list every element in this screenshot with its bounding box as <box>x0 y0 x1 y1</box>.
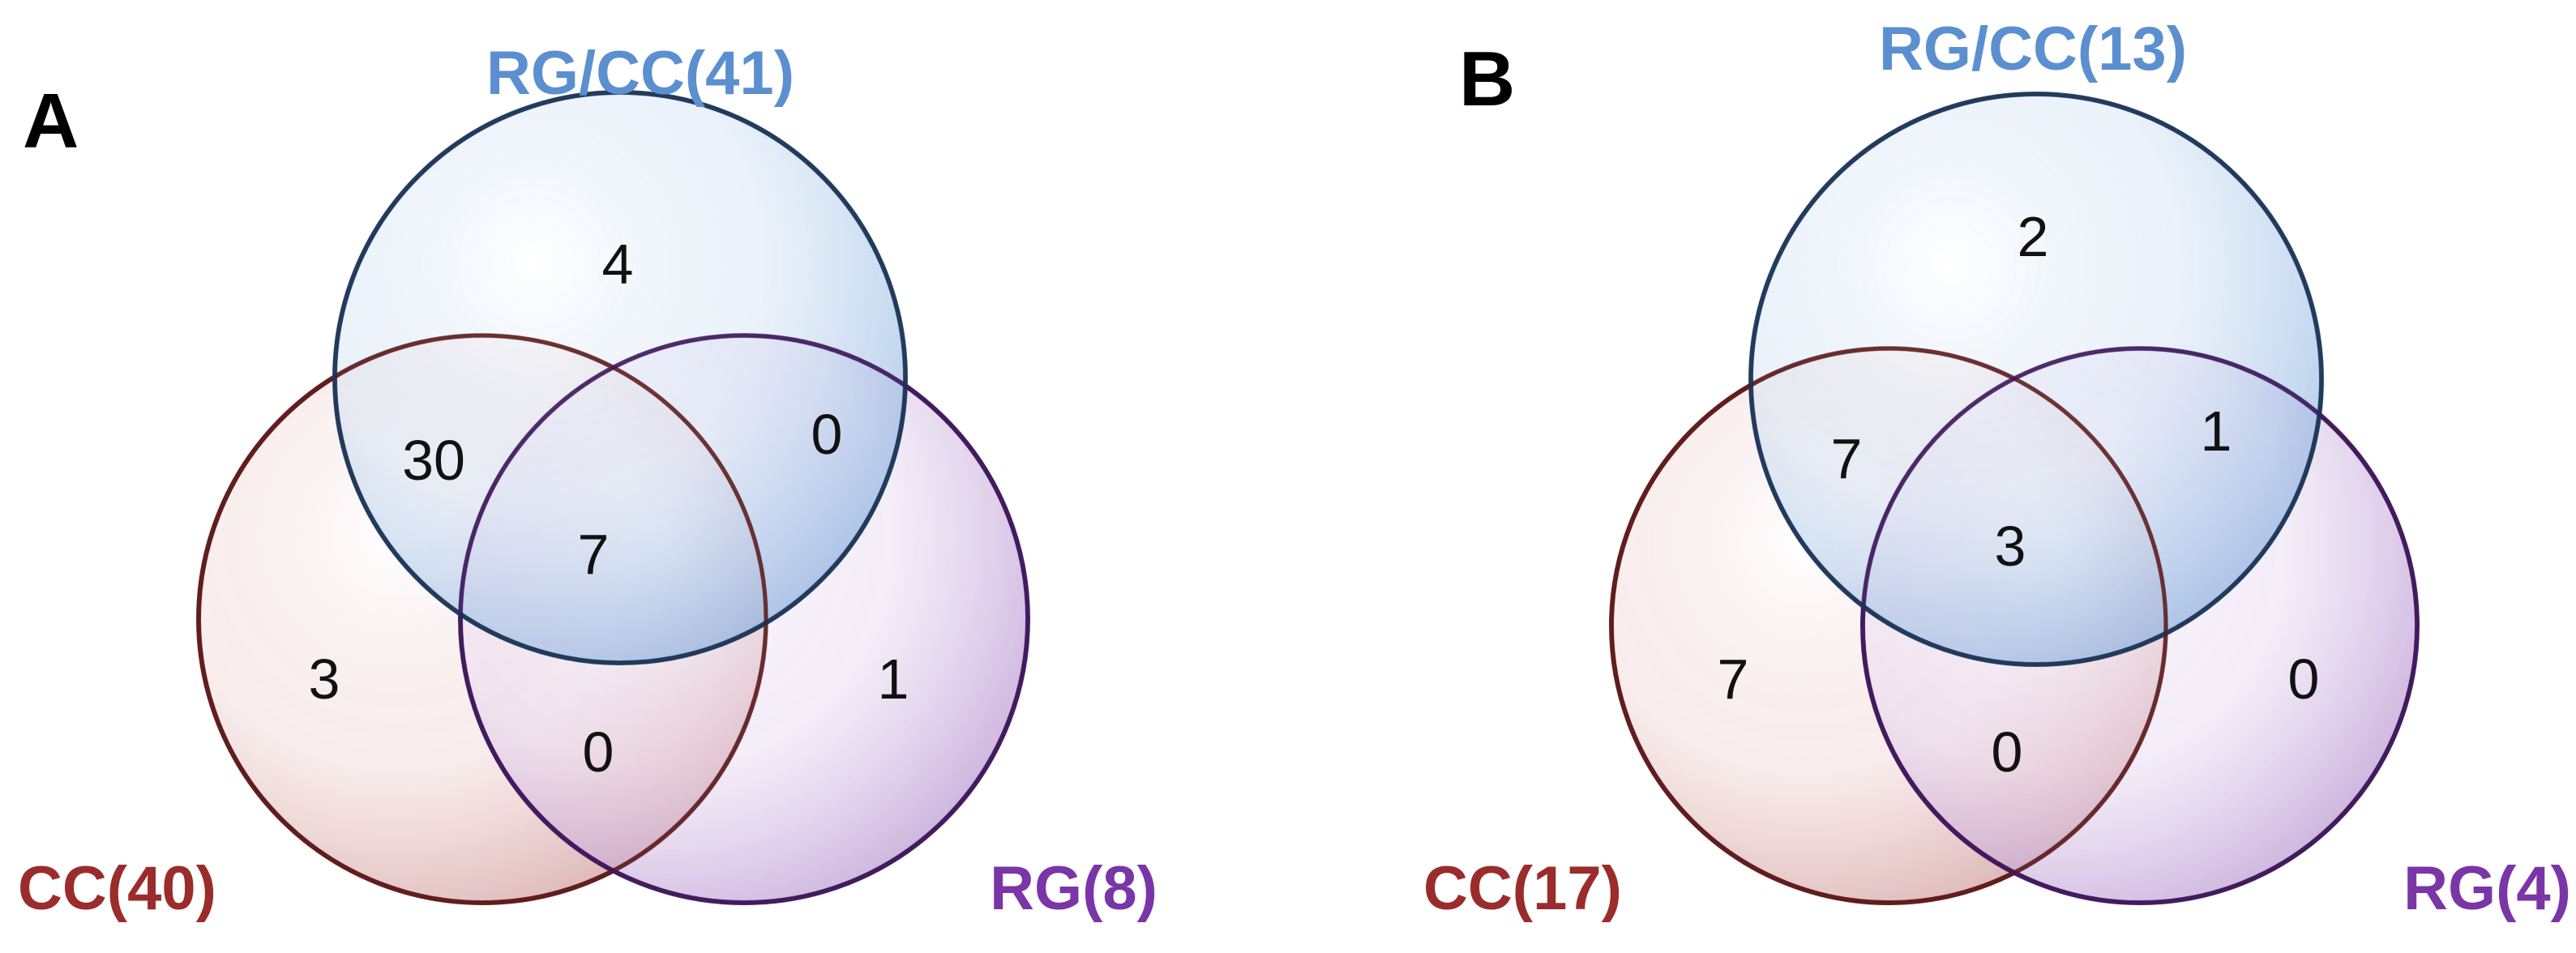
top-set-outline <box>1748 92 2324 667</box>
region-left-right: 0 <box>583 720 614 784</box>
region-all: 7 <box>578 523 610 586</box>
left-set-label: CC(40) <box>18 854 216 923</box>
left-set-outline <box>1609 346 2168 905</box>
top-set-circle <box>1748 92 2324 667</box>
region-top-only: 2 <box>2018 205 2049 268</box>
region-right-only: 0 <box>2288 647 2320 711</box>
region-top-right: 0 <box>811 403 843 466</box>
region-top-left: 7 <box>1831 427 1863 490</box>
right-set-label: RG(4) <box>2403 854 2571 923</box>
region-left-right: 0 <box>1992 720 2023 784</box>
region-top-only: 4 <box>602 233 634 296</box>
venn-panel-b: B RG/CC(13) CC(17) RG(4) 2 7 1 3 7 0 0 <box>1423 15 2571 923</box>
top-set-outline <box>332 90 908 665</box>
region-top-left: 30 <box>402 429 465 492</box>
region-left-only: 3 <box>309 647 340 711</box>
region-all: 3 <box>1995 515 2026 578</box>
right-set-label: RG(8) <box>990 854 1157 923</box>
top-set-circle <box>332 90 908 665</box>
top-set-label: RG/CC(13) <box>1879 15 2187 83</box>
region-top-right: 1 <box>2201 400 2232 463</box>
left-set-outline <box>196 333 768 905</box>
top-set-label: RG/CC(41) <box>486 39 794 108</box>
right-set-outline <box>458 333 1030 905</box>
venn-panel-a: A RG/CC(41) CC(40) RG(8) 4 30 0 7 3 1 0 <box>18 39 1157 923</box>
panel-letter: A <box>23 78 79 165</box>
right-set-outline <box>1860 346 2420 905</box>
region-left-only: 7 <box>1718 647 1749 711</box>
region-right-only: 1 <box>878 647 909 711</box>
left-set-label: CC(17) <box>1423 854 1622 923</box>
panel-letter: B <box>1459 36 1515 122</box>
